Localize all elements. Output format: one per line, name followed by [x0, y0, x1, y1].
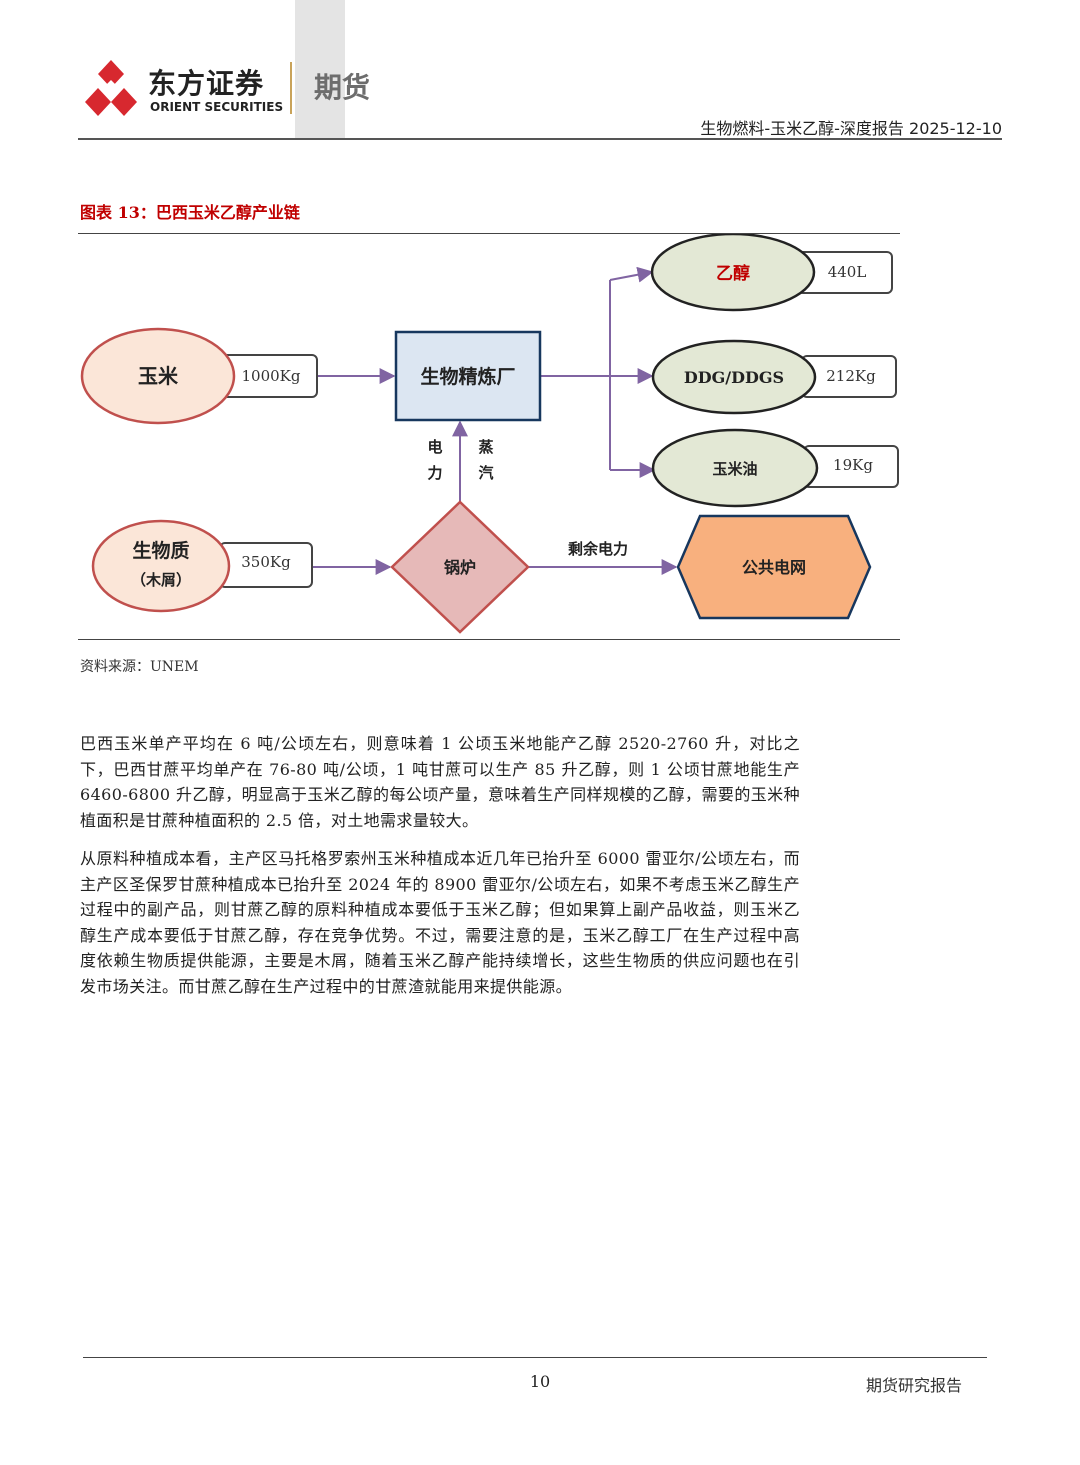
- page-number: 10: [529, 1372, 551, 1391]
- biomass-ellipse: [91, 519, 231, 613]
- report-title: 生物燃料-玉米乙醇-深度报告 2025-12-10: [700, 119, 1002, 138]
- header-grey-band: [295, 0, 345, 138]
- boiler-diamond: [390, 500, 530, 634]
- corn-oil-label: 玉米油: [712, 460, 757, 478]
- grid-label: 公共电网: [742, 558, 806, 577]
- node-refinery: 生物精炼厂: [394, 330, 542, 422]
- corn-oil-qty-label: 19Kg: [833, 456, 873, 474]
- figure-bottom-rule: [78, 639, 900, 640]
- node-ddg: DDG/DDGS 212Kg: [651, 339, 897, 415]
- refinery-box: [394, 330, 542, 422]
- corn-qty-label: 1000Kg: [242, 367, 301, 385]
- ddg-qty-label: 212Kg: [826, 367, 876, 385]
- division-label: 期货: [314, 71, 371, 104]
- header-rule: [78, 138, 1002, 140]
- ethanol-ellipse: [650, 234, 816, 312]
- corn-oil-ellipse: [651, 428, 819, 508]
- biomass-qty-label: 350Kg: [241, 553, 291, 571]
- node-grid: 公共电网: [676, 514, 872, 620]
- corn-ellipse: [80, 327, 236, 425]
- boiler-label: 锅炉: [444, 558, 476, 577]
- edge-label-surplus-power: 剩余电力: [568, 540, 628, 558]
- figure-source: 资料来源：UNEM: [80, 659, 199, 675]
- edge-labels: 电力 蒸汽 剩余电力: [427, 438, 628, 558]
- refinery-label: 生物精炼厂: [420, 365, 515, 388]
- body-text: 巴西玉米单产平均在 6 吨/公顷左右，则意味着 1 公顷玉米地能产乙醇 2520…: [80, 731, 800, 1012]
- orient-securities-logo-icon: [85, 60, 137, 116]
- paragraph: 从原料种植成本看，主产区马托格罗索州玉米种植成本近几年已抬升至 6000 雷亚尔…: [80, 849, 800, 996]
- paragraph: 巴西玉米单产平均在 6 吨/公顷左右，则意味着 1 公顷玉米地能产乙醇 2520…: [80, 734, 800, 830]
- figure-top-rule: [78, 233, 900, 234]
- node-corn: 玉米 1000Kg: [80, 327, 318, 425]
- corn-label: 玉米: [138, 364, 179, 388]
- grid-hexagon: [676, 514, 872, 620]
- ethanol-qty-label: 440L: [828, 263, 867, 281]
- biomass-label: 生物质: [132, 539, 189, 562]
- footer-label: 期货研究报告: [865, 1376, 962, 1395]
- brand-name-en: ORIENT SECURITIES: [150, 100, 284, 114]
- industry-chain-diagram: 玉米 1000Kg 生物精炼厂 乙醇 440L DDG/DDGS 212Kg 玉…: [80, 234, 899, 634]
- node-biomass: 生物质 （木屑） 350Kg: [91, 519, 313, 613]
- edge-label-steam: 蒸汽: [478, 438, 493, 482]
- biomass-sub-label: （木屑）: [131, 571, 191, 589]
- arrow-to-ethanol: [609, 266, 654, 283]
- brand-divider: [290, 62, 292, 114]
- edge-label-electricity: 电力: [427, 438, 442, 482]
- node-boiler: 锅炉: [390, 500, 530, 634]
- node-ethanol: 乙醇 440L: [650, 234, 893, 312]
- node-corn-oil: 玉米油 19Kg: [651, 428, 899, 508]
- brand-name-cn: 东方证券: [148, 67, 265, 100]
- ddg-ellipse: [651, 339, 817, 415]
- figure-title: 图表 13：巴西玉米乙醇产业链: [80, 203, 300, 222]
- ethanol-label: 乙醇: [716, 263, 750, 284]
- ddg-label: DDG/DDGS: [684, 368, 784, 387]
- connector-lines: [312, 266, 678, 575]
- footer-rule: [83, 1357, 987, 1358]
